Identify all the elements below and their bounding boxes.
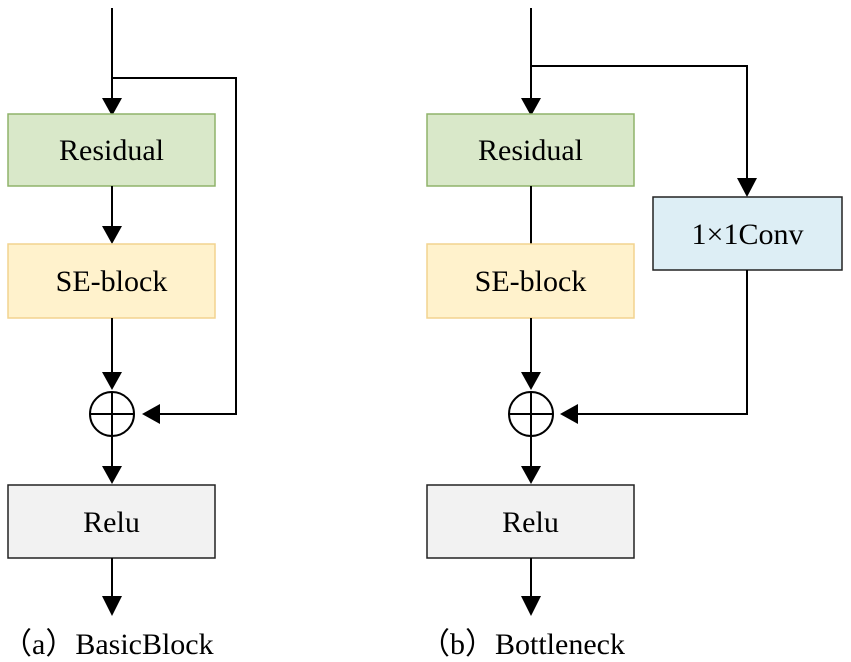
se-block-label: SE-block [56, 265, 168, 298]
arrowhead-output [102, 596, 122, 616]
conv-block [652, 196, 843, 271]
arrowhead-into-relu [102, 466, 122, 484]
caption-basicblock: （a）BasicBlock [2, 628, 214, 661]
arrowhead-into-residual [102, 98, 122, 116]
relu-label: Relu [502, 506, 559, 539]
conv-to-add-line [578, 270, 748, 415]
se-block-label: SE-block [475, 265, 587, 298]
residual-label: Residual [478, 134, 583, 167]
relu-block [426, 484, 635, 559]
panel-basicblock: Residual SE-block Relu （a）BasicBlock [2, 8, 237, 661]
arrowhead-skip-into-add [142, 404, 160, 424]
se-block [426, 243, 635, 319]
residual-block [426, 113, 635, 187]
arrowhead-into-add [521, 372, 541, 390]
arrowhead-into-residual [521, 98, 541, 116]
skip-connection-line [112, 77, 237, 415]
residual-label: Residual [59, 134, 164, 167]
caption-bottleneck: （b）Bottleneck [420, 628, 625, 661]
arrowhead-into-conv [737, 178, 757, 197]
skip-to-conv-line [531, 65, 748, 180]
add-node-icon [89, 391, 135, 437]
arrowhead-into-add [102, 372, 122, 390]
arrowhead-into-relu [521, 466, 541, 484]
relu-label: Relu [83, 506, 140, 539]
arrowhead-output [521, 596, 541, 616]
conv-label: 1×1Conv [692, 218, 804, 251]
residual-block [7, 113, 216, 187]
relu-block [7, 484, 216, 559]
add-node-icon [508, 391, 554, 437]
panel-bottleneck: Residual SE-block 1×1Conv Relu （b [420, 8, 843, 661]
arrowhead-conv-into-add [560, 404, 578, 424]
arrowhead-into-se [102, 226, 122, 244]
